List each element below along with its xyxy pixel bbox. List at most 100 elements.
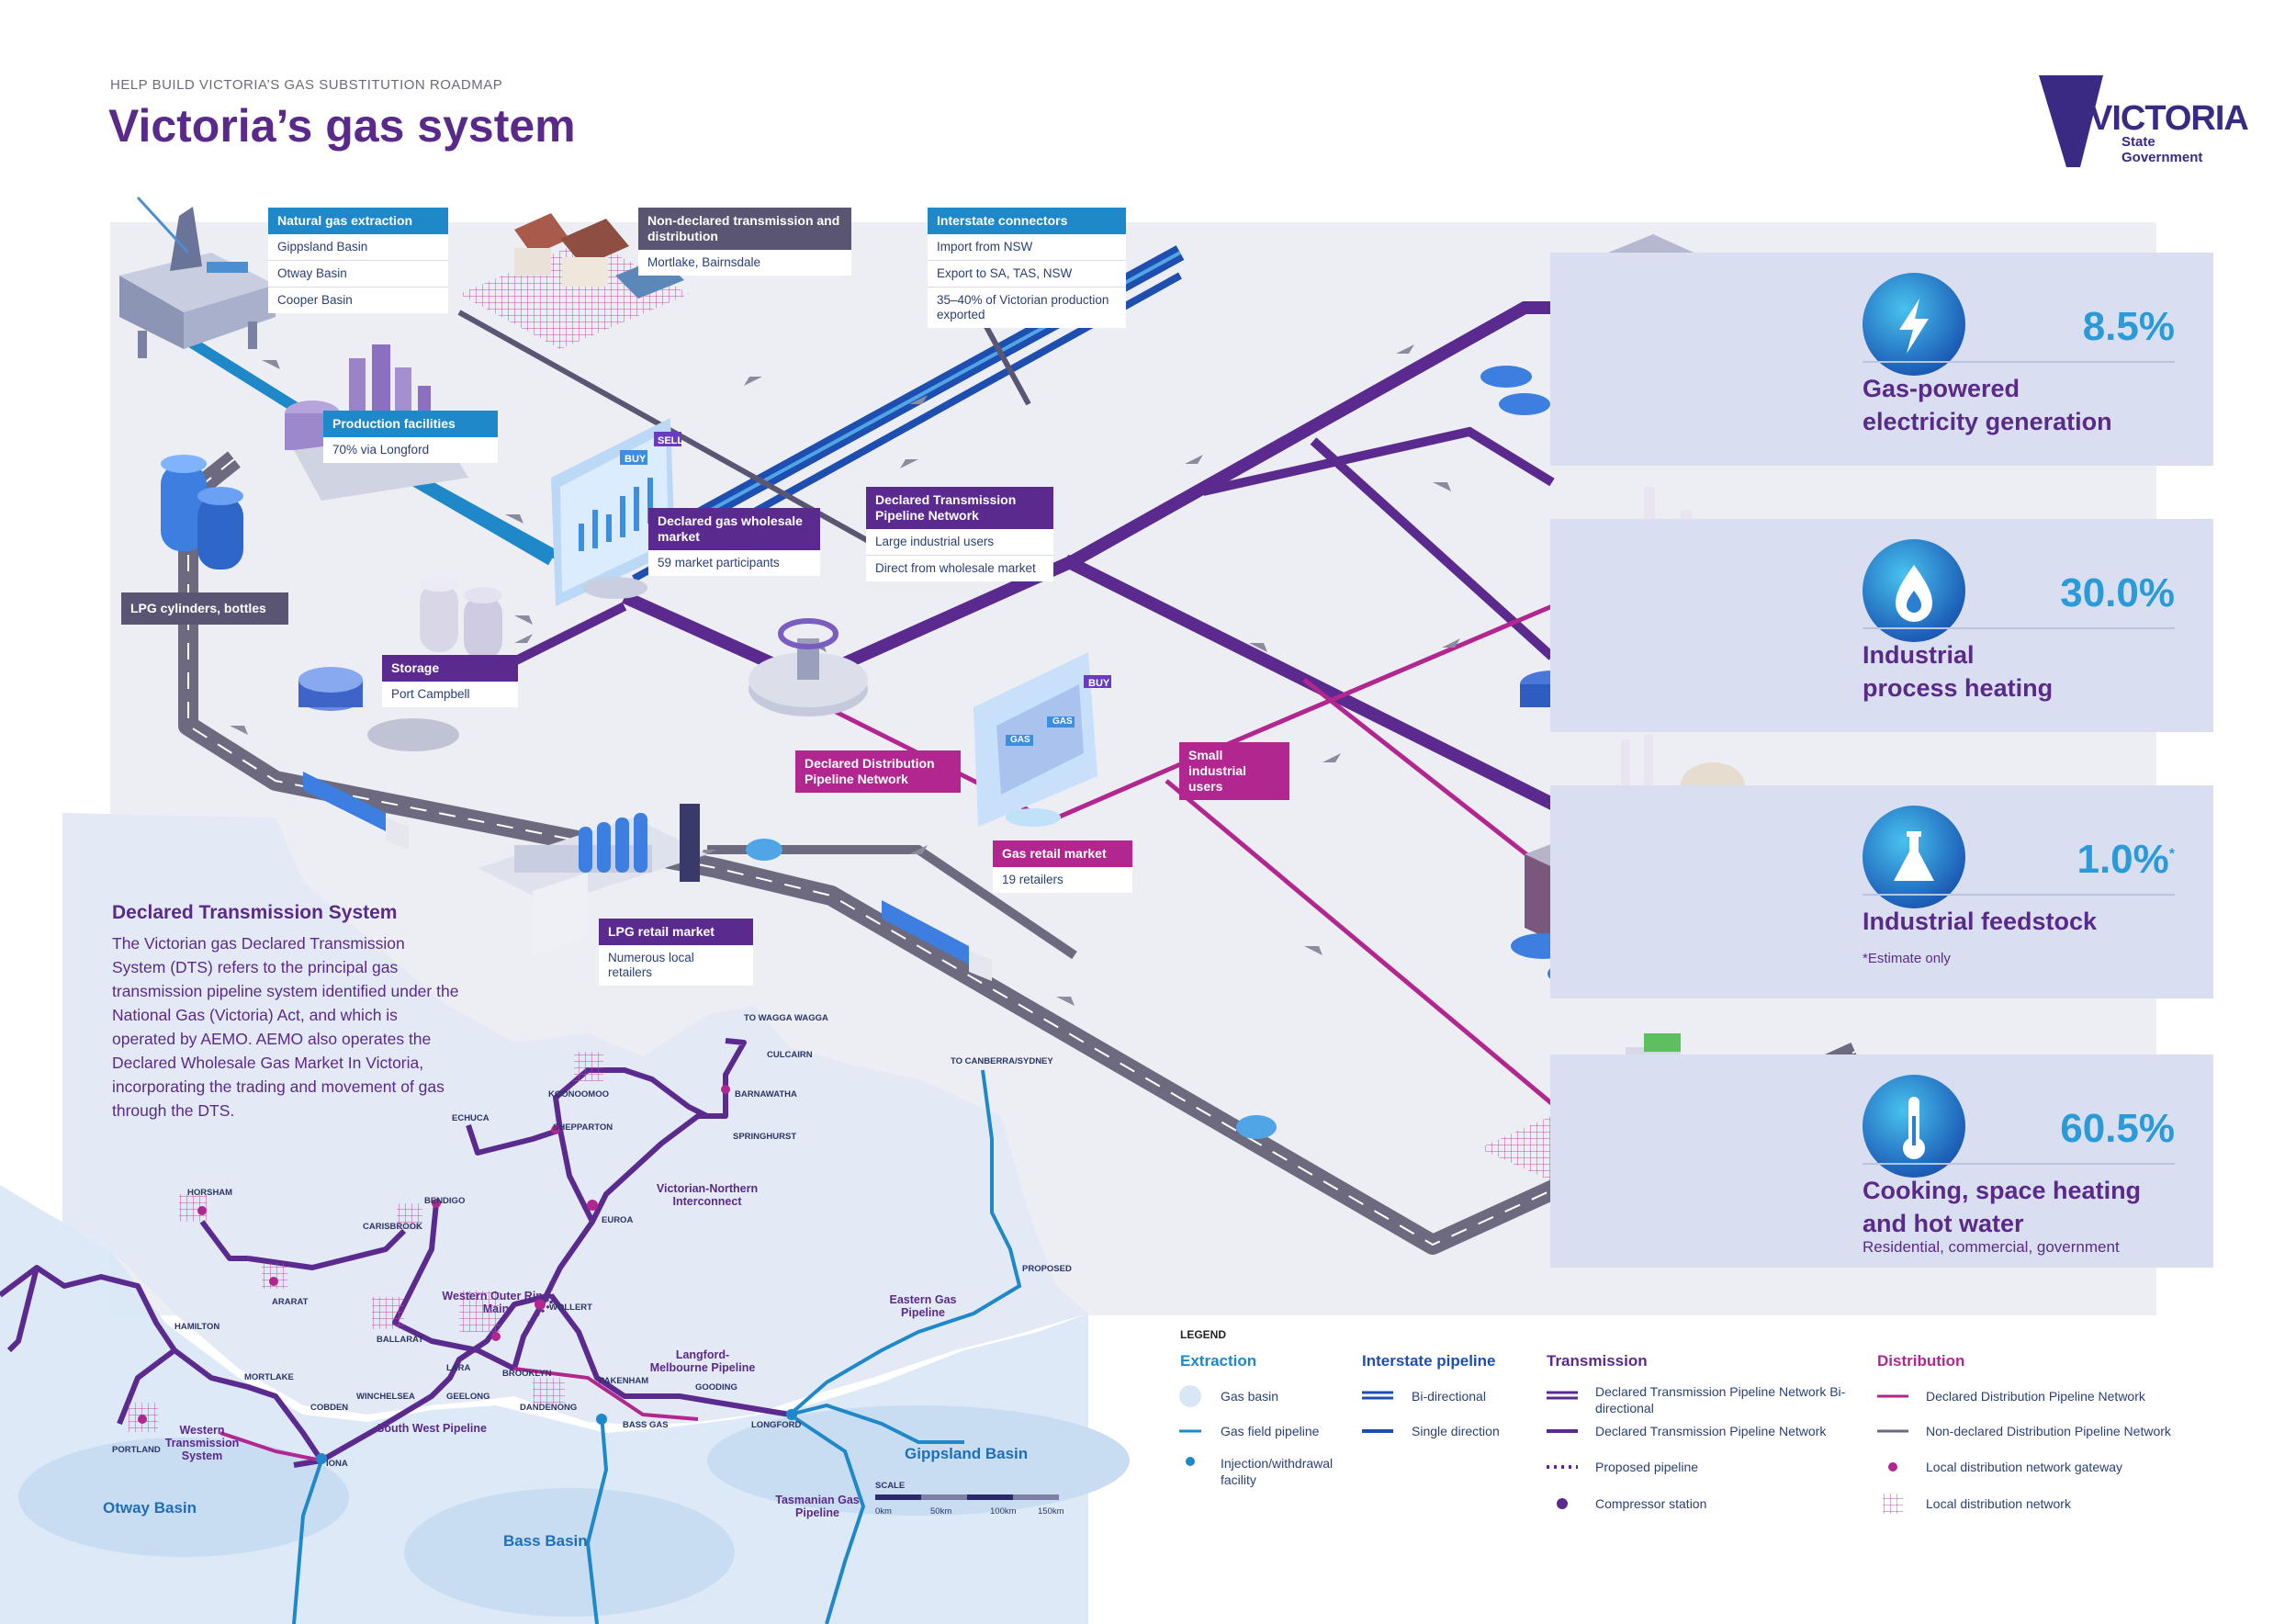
box-title: Gas retail market [993, 840, 1132, 867]
box-small-industrial: Small industrial users [1179, 742, 1289, 800]
map-town-label: BARNAWATHA [735, 1089, 797, 1100]
map-town-label: GOODING [695, 1382, 737, 1393]
map-town-label: CARISBROOK [363, 1222, 422, 1232]
box-title: Small industrial users [1179, 742, 1289, 800]
map-town-label: HAMILTON [174, 1322, 220, 1332]
flask-icon [1894, 831, 1934, 881]
panel-divider [1863, 627, 2175, 629]
map-town-label: CULCAIRN [767, 1050, 813, 1060]
box-natural-gas-extraction: Natural gas extraction Gippsland Basin O… [268, 208, 448, 313]
legend-item: Local distribution network [1926, 1496, 2071, 1511]
map-pipeline-label: Eastern Gas Pipeline [889, 1293, 957, 1319]
box-item: Numerous local retailers [608, 951, 694, 979]
box-lpg-retail-market: LPG retail market Numerous local retaile… [599, 919, 753, 986]
panel-cooking-heating: 60.5% Cooking, space heating and hot wate… [1550, 1054, 2213, 1268]
gippsland-basin-area [707, 1405, 1130, 1516]
panel-label: Industrial process heating [1863, 638, 2193, 705]
lpg-station-illustration [478, 804, 707, 955]
map-town-label: GEELONG [446, 1392, 490, 1402]
map-town-label: MORTLAKE [244, 1372, 294, 1382]
label-line: and hot water [1863, 1210, 2024, 1237]
map-town-label: LARA [446, 1363, 471, 1373]
box-declared-transmission: Declared Transmission Pipeline Network L… [866, 487, 1053, 581]
box-title: Storage [382, 655, 518, 682]
box-title: Declared Transmission Pipeline Network [866, 487, 1053, 529]
lightning-icon [1899, 299, 1929, 354]
box-title: LPG cylinders, bottles [121, 592, 288, 625]
legend-item: Gas field pipeline [1221, 1424, 1320, 1438]
page-title: Victoria’s gas system [108, 100, 576, 152]
scale-bar [875, 1494, 1059, 1500]
box-item: Export to SA, TAS, NSW [928, 261, 1126, 288]
wholesale-market-illustration [551, 418, 681, 606]
scale-tick: 0km [875, 1506, 892, 1517]
legend-item: Single direction [1412, 1424, 1500, 1438]
map-town-label: ECHUCA [452, 1113, 490, 1123]
logo-sub: State Government [2122, 134, 2203, 165]
map-basin-label: Bass Basin [503, 1532, 588, 1550]
legend-heading-transmission: Transmission [1547, 1352, 1648, 1370]
map-town-label: SHEPPARTON [553, 1122, 613, 1133]
value-text: 1.0% [2077, 837, 2169, 882]
panel-label: Cooking, space heating and hot water [1863, 1174, 2193, 1240]
map-basin-label: Gippsland Basin [905, 1445, 1029, 1462]
scale-tick: 50km [930, 1506, 952, 1517]
gas-sign: GAS [1052, 716, 1073, 727]
vic-land [62, 813, 1088, 1426]
vehicles-illustration [303, 772, 1277, 1139]
legend-item: Proposed pipeline [1595, 1460, 1699, 1474]
box-item: Cooper Basin [277, 293, 353, 307]
panel-label: Industrial feedstock [1863, 908, 2098, 935]
map-town-label: WINCHELSEA [356, 1392, 415, 1402]
label-line: process heating [1863, 674, 2054, 702]
panel-value: 60.5% [2060, 1106, 2175, 1151]
panel-icon-circle [1863, 1075, 1965, 1178]
box-item: Gippsland Basin [268, 234, 448, 261]
map-town-label: ARARAT [272, 1297, 309, 1307]
box-title: Declared gas wholesale market [648, 508, 820, 550]
valve-hub-illustration [748, 618, 868, 716]
panel-divider [1863, 894, 2175, 896]
header-kicker: HELP BUILD VICTORIA’S GAS SUBSTITUTION R… [110, 77, 503, 93]
offshore-rig-illustration [119, 196, 276, 358]
panel-divider [1863, 1163, 2175, 1165]
map-town-label: PROPOSED [1022, 1264, 1072, 1274]
map-pipeline-label: Victorian-Northern Interconnect [656, 1182, 759, 1208]
town-houses-illustration [459, 213, 689, 349]
box-storage: Storage Port Campbell [382, 655, 518, 707]
gas-sign: GAS [1010, 735, 1030, 745]
map-town-label: SPRINGHURST [733, 1132, 797, 1142]
legend-item: Compressor station [1595, 1496, 1707, 1511]
panel-note: Residential, commercial, government [1863, 1238, 2120, 1256]
label-line: Cooking, space heating [1863, 1177, 2142, 1204]
box-item: Direct from wholesale market [875, 561, 1036, 575]
legend-title: LEGEND [1180, 1328, 1227, 1341]
map-pipeline-label: Western Transmission System [164, 1424, 240, 1462]
box-item: Mortlake, Bairnsdale [647, 255, 761, 269]
map-town-label: PAKENHAM [599, 1376, 649, 1386]
map-pipeline-label: Langford-Melbourne Pipeline [649, 1348, 756, 1374]
gas-shop-illustration [974, 652, 1111, 827]
map-town-label: BENDIGO [424, 1196, 466, 1206]
box-item: 19 retailers [1002, 873, 1064, 886]
legend-heading-distribution: Distribution [1877, 1352, 1965, 1370]
value-asterisk: * [2168, 846, 2175, 863]
box-item: 70% via Longford [332, 443, 430, 457]
thermometer-icon [1903, 1097, 1925, 1159]
map-town-label: PORTLAND [112, 1445, 161, 1455]
label-line: Industrial [1863, 641, 1975, 669]
flame-drop-icon [1896, 565, 1932, 622]
map-town-label: TO CANBERRA/SYDNEY [951, 1056, 1053, 1066]
map-basin-label: Otway Basin [103, 1499, 197, 1517]
box-title: LPG retail market [599, 919, 753, 945]
bass-basin-area [404, 1488, 735, 1617]
map-pipeline-label: South West Pipeline [377, 1422, 487, 1435]
box-title: Declared Distribution Pipeline Network [795, 750, 961, 793]
legend-symbols [1179, 1385, 1908, 1514]
legend-item: Local distribution network gateway [1926, 1460, 2123, 1474]
map-town-label: EUROA [602, 1215, 634, 1225]
legend-item: Injection/withdrawal facility [1221, 1456, 1334, 1487]
